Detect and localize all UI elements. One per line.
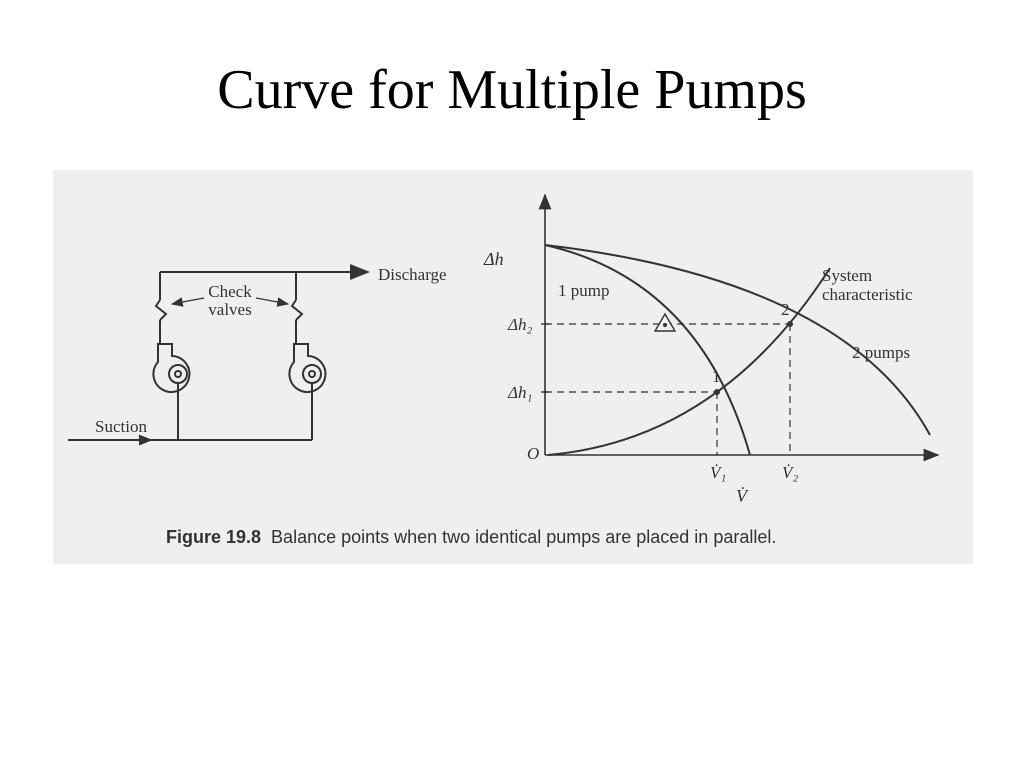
check-valve-pointer-right	[255, 297, 290, 307]
triangle-marker-icon	[653, 312, 677, 332]
left-check-valve-icon	[154, 299, 168, 321]
suction-label: Suction	[95, 417, 147, 436]
y-axis-label: Δh	[483, 249, 504, 269]
v1-label: V̇₁	[710, 463, 726, 482]
x-axis-label: V̇	[736, 485, 749, 506]
point-2-label: 2	[781, 300, 790, 319]
slide-title: Curve for Multiple Pumps	[217, 59, 807, 121]
check-valves-label-line2: valves	[208, 300, 251, 319]
discharge-label: Discharge	[378, 265, 447, 284]
one-pump-curve	[544, 244, 751, 456]
triangle-marker-dot	[663, 323, 667, 327]
right-check-valve-icon	[290, 299, 304, 321]
check-valves-label-line1: Check	[208, 282, 252, 301]
dh1-label: Δh₁	[507, 383, 532, 402]
pump-curve-plot	[538, 193, 940, 462]
left-pump-icon	[152, 343, 191, 393]
two-pumps-curve	[544, 244, 931, 436]
dh2-label: Δh₂	[507, 315, 532, 334]
figure-panel	[53, 170, 973, 564]
one-pump-label: 1 pump	[558, 281, 609, 300]
suction-arrow-icon	[139, 434, 153, 446]
system-characteristic-curve	[547, 267, 831, 456]
check-valve-pointer-left	[170, 297, 205, 307]
system-label-line1: System	[822, 266, 872, 285]
caption-text: Balance points when two identical pumps …	[271, 527, 776, 547]
point-1-label: 1	[712, 367, 721, 386]
two-pumps-label: 2 pumps	[852, 343, 910, 362]
origin-label: O	[527, 444, 539, 463]
balance-point-2	[787, 321, 793, 327]
v2-label: V̇₂	[782, 463, 798, 482]
system-label-line2: characteristic	[822, 285, 913, 304]
figure-number: Figure 19.8	[166, 527, 261, 547]
figure-caption: Figure 19.8 Balance points when two ident…	[166, 527, 776, 547]
right-pump-icon	[288, 343, 327, 393]
balance-point-1	[714, 389, 720, 395]
pump-schematic	[68, 264, 370, 446]
